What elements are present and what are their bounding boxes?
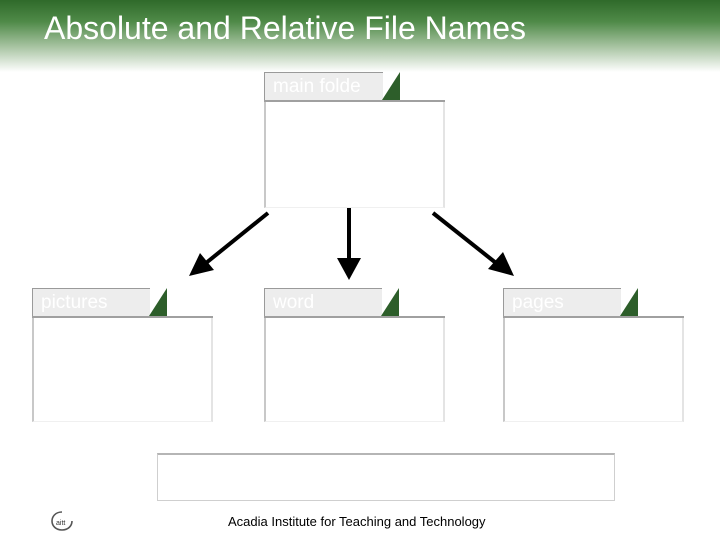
footer-text: Acadia Institute for Teaching and Techno… <box>228 514 486 529</box>
list-item: essay.doc <box>274 321 341 337</box>
folder-pictures-tab-corner <box>149 288 167 316</box>
folder-main-contents: [pictures] [word] [pages] index.htm <box>264 102 445 208</box>
folder-word-contents: essay.doc <box>264 318 445 422</box>
folder-main-tab-underline <box>264 100 445 102</box>
arrow-to-word <box>337 208 361 280</box>
folder-pages-contents: projects.htm contact.htm <box>503 318 684 422</box>
path-examples-box: C:\main folder\pages\projects.htm ..\pic… <box>157 453 615 501</box>
list-item: index.htm <box>274 159 341 175</box>
folder-pages-name: pages <box>503 288 621 316</box>
folder-main-tab-corner <box>382 72 400 100</box>
list-item: Sunshine.jpg <box>42 357 130 373</box>
folder-word-tab-corner <box>381 288 399 316</box>
absolute-path: C:\main folder\pages\projects.htm <box>166 459 393 475</box>
folder-main: main folde [pictures] [word] [pages] ind… <box>264 72 445 208</box>
list-item: Word.doc <box>42 321 107 337</box>
arrow-to-pictures <box>189 211 270 276</box>
folder-main-name: main folde <box>264 72 383 100</box>
list-item: Spreadsheet <box>42 339 127 355</box>
folder-pages-tab-corner <box>620 288 638 316</box>
folder-word-name: word <box>264 288 382 316</box>
folder-pages: pages projects.htm contact.htm <box>503 288 684 422</box>
list-item: contact.htm <box>513 339 593 355</box>
folder-word-tab-underline <box>264 316 445 318</box>
list-item: projects.htm <box>513 321 598 337</box>
aitt-logo-icon: aitt <box>51 511 73 531</box>
logo-text: aitt <box>56 520 65 527</box>
list-item: [word] <box>284 123 327 139</box>
folder-pictures: pictures Word.doc Spreadsheet Sunshine.j… <box>32 288 213 422</box>
arrow-to-pages <box>431 211 514 276</box>
list-item: [pages] <box>284 141 334 157</box>
title-banner <box>0 0 720 72</box>
folder-word: word essay.doc <box>264 288 445 422</box>
folder-pages-tab-underline <box>503 316 684 318</box>
folder-pictures-contents: Word.doc Spreadsheet Sunshine.jpg sun.jp… <box>32 318 213 422</box>
folder-pictures-name: pictures <box>32 288 150 316</box>
folder-pictures-tab-underline <box>32 316 213 318</box>
relative-path: ..\pictures\Sunshine.jpg <box>166 477 324 493</box>
list-item: sun.jpg <box>42 393 92 409</box>
slide-title: Absolute and Relative File Names <box>44 10 527 46</box>
list-item: [pictures] <box>284 105 348 121</box>
